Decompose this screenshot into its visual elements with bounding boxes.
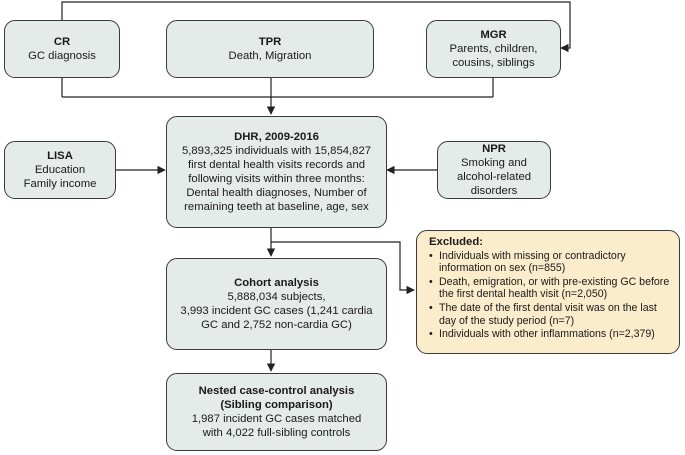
dhr-title: DHR, 2009-2016: [234, 131, 319, 143]
cohort-box: Cohort analysis 5,888,034 subjects, 3,99…: [166, 258, 387, 350]
npr-box: NPR Smoking and alcohol-related disorder…: [437, 141, 551, 199]
cr-box: CR GC diagnosis: [4, 20, 120, 78]
tpr-box: TPR Death, Migration: [166, 20, 374, 78]
excluded-item: The date of the first dental visit was o…: [429, 302, 671, 327]
excluded-list: Individuals with missing or contradictor…: [429, 250, 671, 341]
mgr-title: MGR: [480, 29, 507, 41]
excluded-item: Individuals with missing or contradictor…: [429, 250, 671, 275]
excluded-box: Excluded: Individuals with missing or co…: [416, 230, 680, 354]
tpr-title: TPR: [258, 36, 282, 48]
mgr-box: MGR Parents, children, cousins, siblings: [426, 20, 561, 78]
lisa-line: Family income: [23, 178, 97, 190]
cohort-line: 5,888,034 subjects,: [227, 291, 326, 303]
mgr-line: Parents, children,: [449, 43, 538, 55]
cohort-title: Cohort analysis: [234, 277, 319, 289]
npr-line: disorders: [470, 185, 518, 197]
mgr-line: cousins, siblings: [452, 57, 535, 69]
cohort-line: GC and 2,752 non-cardia GC): [201, 319, 352, 331]
nested-line: 1,987 incident GC cases matched: [191, 413, 362, 425]
dhr-line: Dental health diagnoses, Number of: [186, 187, 367, 199]
lisa-box: LISA Education Family income: [4, 141, 116, 199]
npr-line: Smoking and: [461, 157, 527, 169]
cr-title: CR: [53, 36, 71, 48]
loop-connector: [61, 1, 571, 53]
nested-subtitle: (Sibling comparison): [220, 399, 333, 411]
dhr-line: remaining teeth at baseline, age, sex: [184, 201, 369, 213]
dhr-line: 5,893,325 individuals with 15,854,827: [181, 145, 372, 157]
npr-line: alcohol-related: [456, 171, 532, 183]
npr-title: NPR: [482, 143, 506, 155]
excluded-title: Excluded:: [429, 236, 483, 248]
dhr-line: following visits within three months:: [188, 173, 365, 185]
lisa-line: Education: [34, 164, 86, 176]
dhr-box: DHR, 2009-2016 5,893,325 individuals wit…: [166, 116, 387, 228]
dhr-line: first dental health visits records and: [187, 159, 366, 171]
nested-line: with 4,022 full-sibling controls: [202, 427, 351, 439]
lisa-title: LISA: [47, 150, 73, 162]
cr-line: GC diagnosis: [28, 50, 96, 62]
nested-title: Nested case-control analysis: [198, 385, 355, 397]
excluded-branch-arrow: [271, 241, 415, 295]
excluded-item: Individuals with other inflammations (n=…: [429, 328, 671, 341]
excluded-item: Death, emigration, or with pre-existing …: [429, 276, 671, 301]
nested-box: Nested case-control analysis (Sibling co…: [166, 373, 387, 451]
tpr-line: Death, Migration: [228, 50, 312, 62]
cohort-line: 3,993 incident GC cases (1,241 cardia: [180, 305, 373, 317]
